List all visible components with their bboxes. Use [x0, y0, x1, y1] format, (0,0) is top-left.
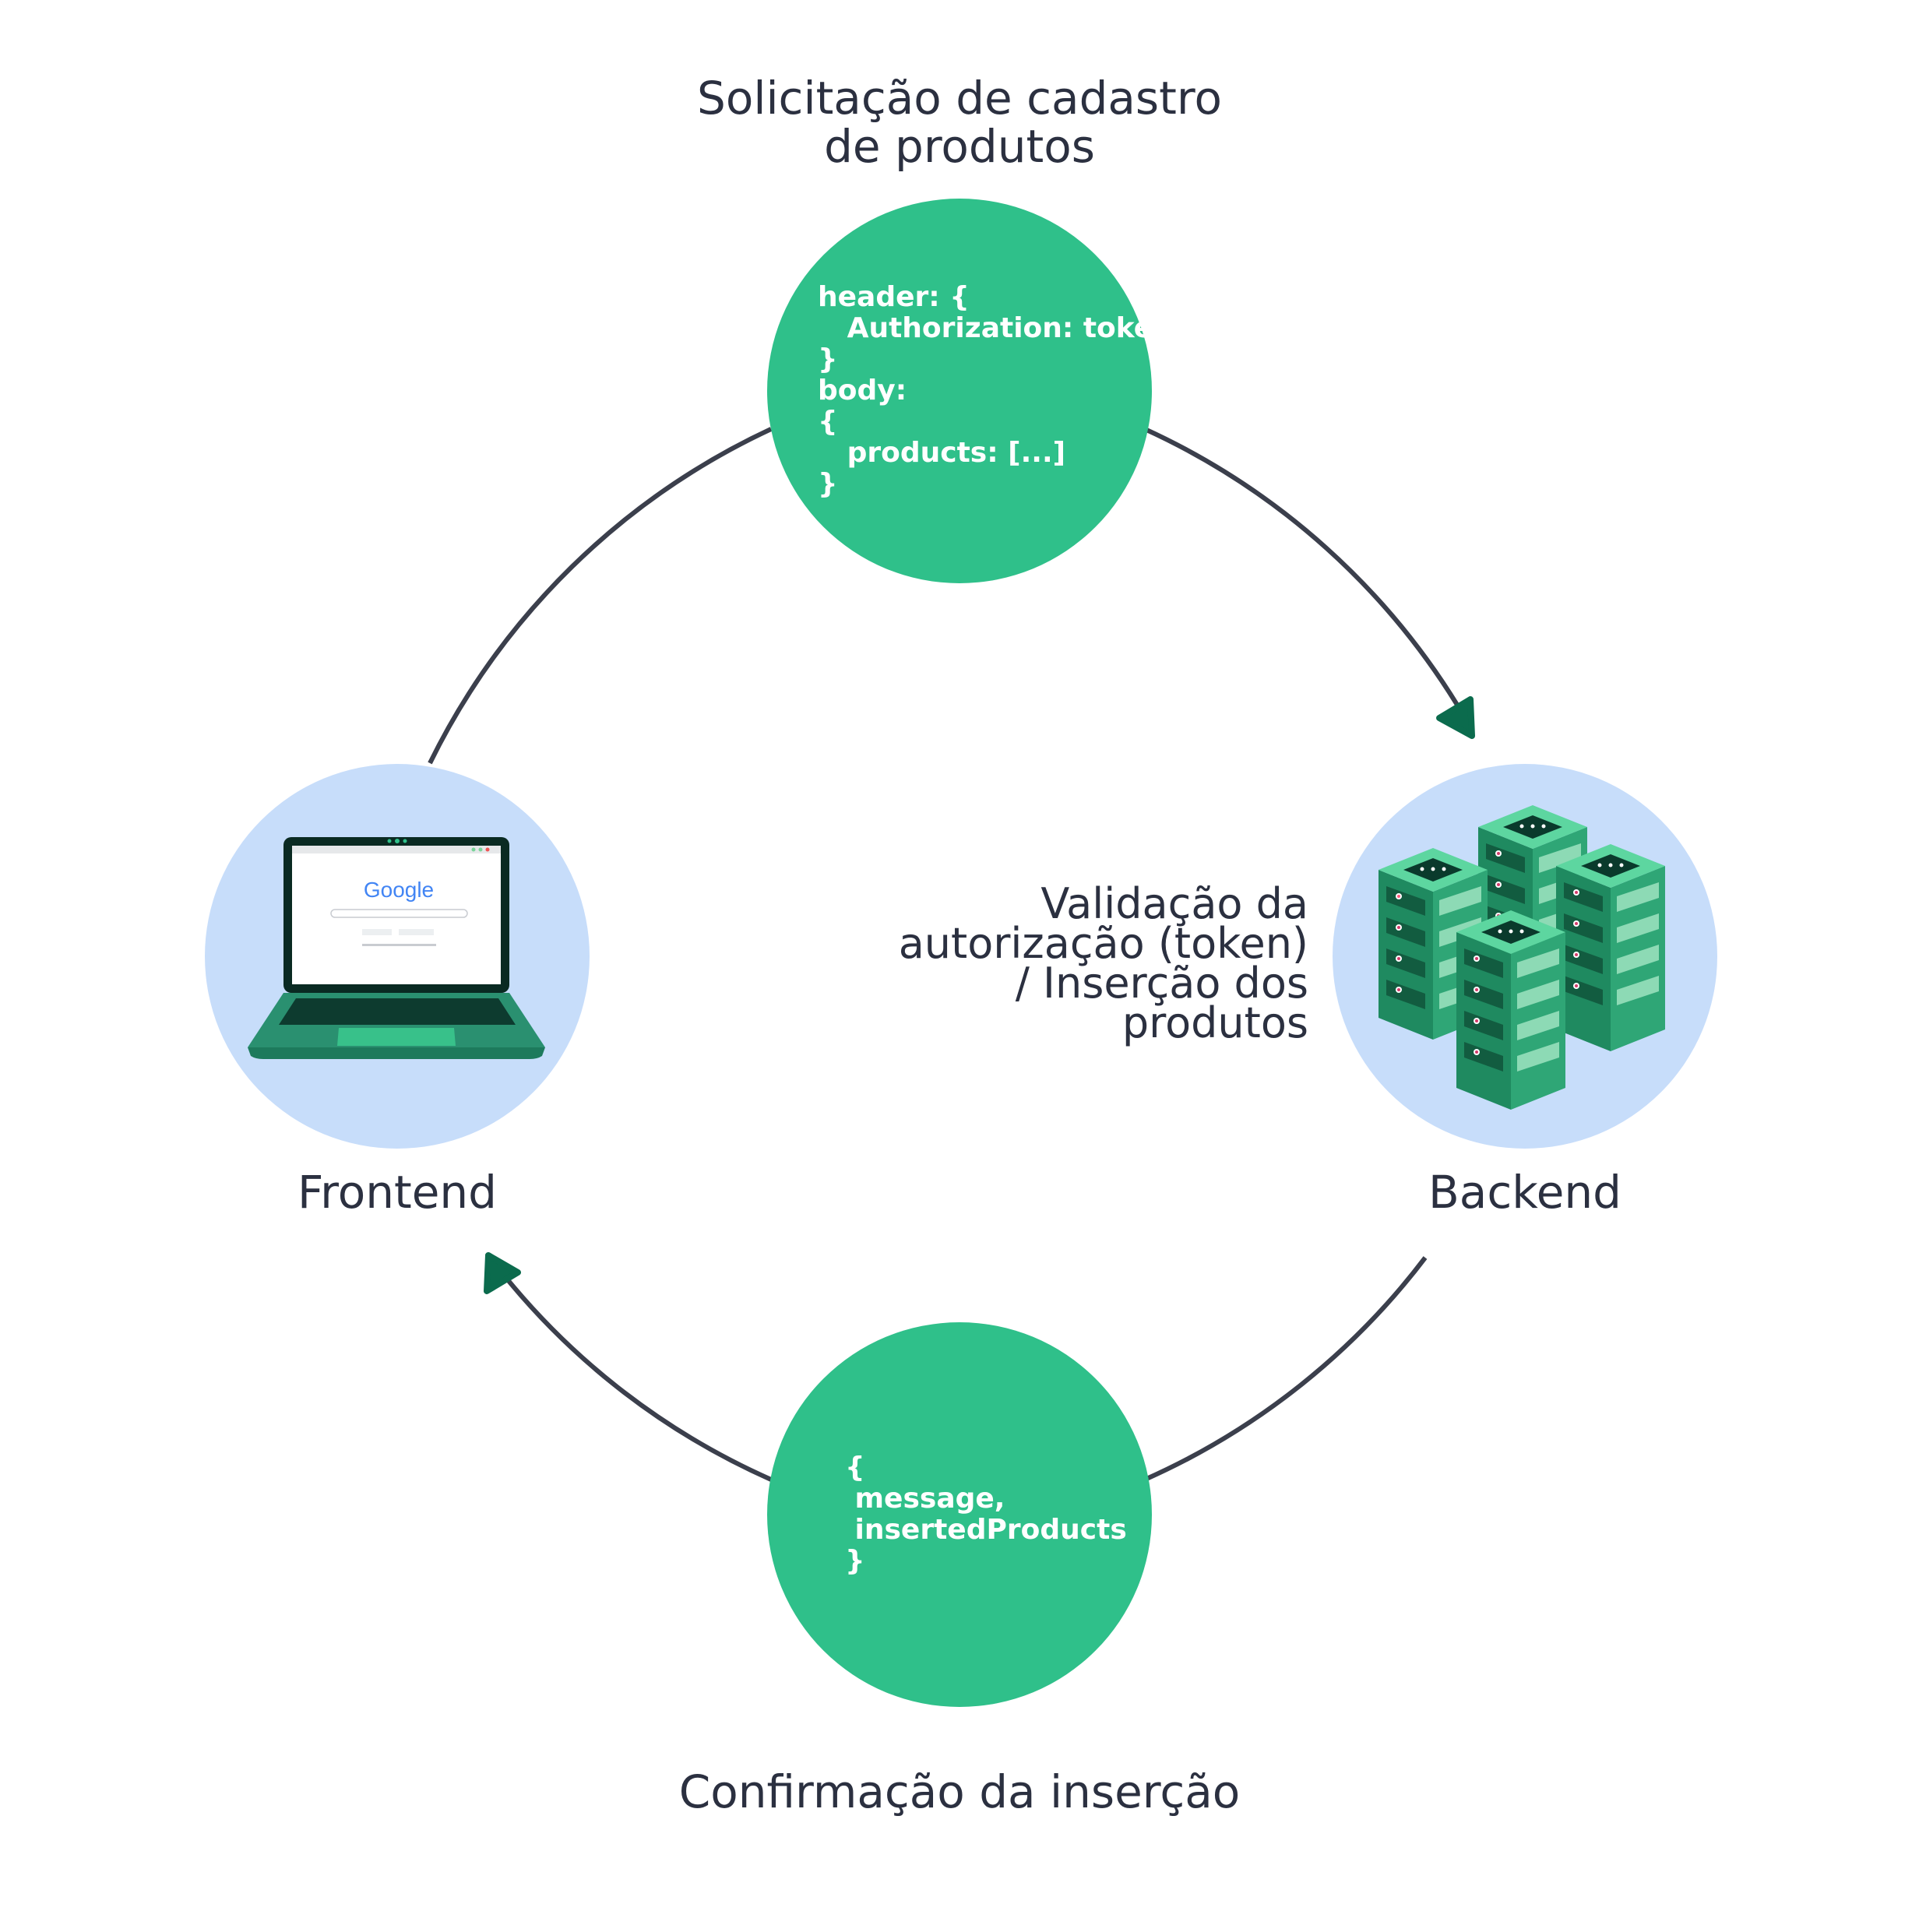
request-payload-code: header: { Authorization: token, } body: …: [818, 281, 1184, 500]
response-payload-bubble: [767, 1322, 1152, 1707]
servers-icon: [1379, 805, 1665, 1110]
frontend-label: Frontend: [298, 1166, 497, 1219]
laptop-icon: Google: [248, 837, 545, 1059]
arrow-head-to-frontend: [484, 1252, 521, 1294]
request-title: Solicitação de cadastro de produtos: [697, 72, 1222, 173]
flow-line-top-left: [428, 427, 773, 765]
backend-processing-note: Validação da autorização (token) / Inser…: [898, 879, 1308, 1047]
backend-label: Backend: [1428, 1166, 1621, 1219]
response-title: Confirmação da inserção: [678, 1765, 1241, 1818]
request-payload-bubble: [767, 199, 1152, 583]
response-payload-code: { message, insertedProducts }: [845, 1452, 1127, 1577]
flow-line-bottom-right: [1143, 1256, 1428, 1482]
arrow-head-to-backend: [1436, 696, 1475, 739]
server-tower: [1556, 844, 1665, 1051]
flow-line-bottom-left: [500, 1272, 773, 1482]
laptop-screen-logo: Google: [364, 878, 434, 902]
server-tower: [1456, 910, 1565, 1110]
flow-line-top-right: [1143, 427, 1467, 718]
